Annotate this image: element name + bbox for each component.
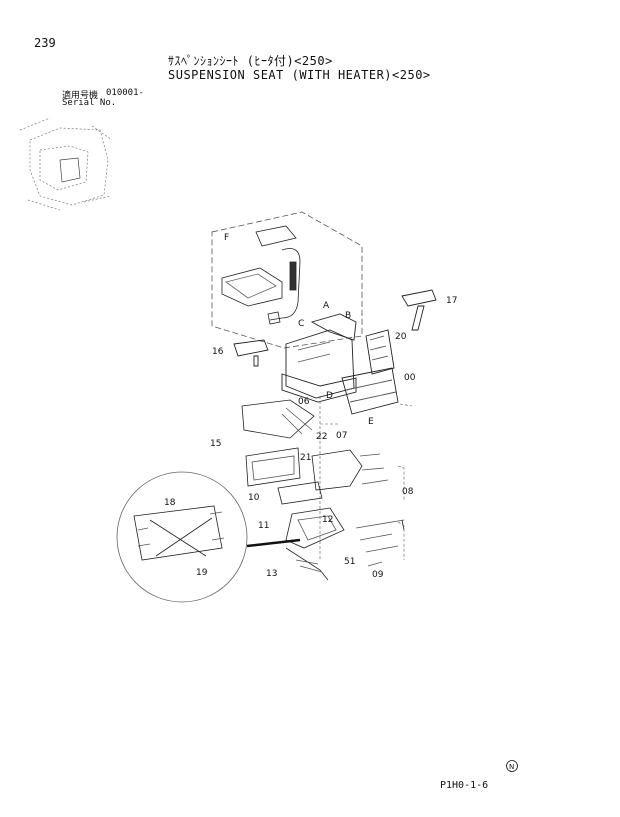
callout-07: 07 [336, 431, 347, 441]
callout-11: 11 [258, 521, 269, 531]
callout-06: 06 [298, 397, 310, 407]
footer-code: P1H0-1-6 [440, 780, 489, 791]
callout-13: 13 [266, 569, 277, 579]
callout-C: C [298, 319, 304, 329]
callout-16: 16 [212, 347, 224, 357]
serial-label-japanese: 適用号機 [62, 91, 99, 101]
page-number: 239 [34, 36, 56, 50]
callout-19: 19 [196, 568, 208, 578]
callout-21: 21 [300, 453, 311, 463]
callout-12: 12 [322, 515, 333, 525]
callout-B: B [345, 311, 351, 321]
callout-17: 17 [446, 296, 457, 306]
callout-22: 22 [316, 432, 327, 442]
callout-15: 15 [210, 439, 221, 449]
callout-20: 20 [395, 332, 407, 342]
footer-circled-mark: N [506, 760, 518, 772]
serial-range: 010001- [106, 88, 144, 98]
callout-A: A [323, 301, 330, 311]
callout-D: D [326, 391, 333, 401]
leader-lines [319, 396, 413, 560]
suspension-mechanism [277, 449, 405, 581]
heater-assembly [211, 211, 363, 349]
callout-18: 18 [164, 498, 176, 508]
callout-09: 09 [372, 570, 384, 580]
callout-00: 00 [404, 373, 416, 383]
detail-circle [116, 471, 301, 603]
svg-text:N: N [509, 763, 514, 771]
machine-thumbnail [19, 117, 113, 211]
armrests [233, 289, 437, 367]
callout-E: E [368, 417, 374, 427]
callout-F: F [224, 233, 229, 243]
callout-51: 51 [344, 557, 355, 567]
serial-label-english: Serial No. [62, 98, 117, 108]
title-english: SUSPENSION SEAT (WITH HEATER)<250> [168, 68, 431, 82]
callout-10: 10 [248, 493, 260, 503]
title-japanese: ｻｽﾍﾟﾝｼｮﾝｼｰﾄ (ﾋｰﾀ付)<250> [168, 54, 333, 68]
callout-labels: F A B C D E 17 20 16 00 06 22 07 15 21 0… [164, 233, 457, 580]
seat-frame [341, 329, 399, 415]
callout-08: 08 [402, 487, 414, 497]
rail-and-cushion [241, 399, 315, 487]
